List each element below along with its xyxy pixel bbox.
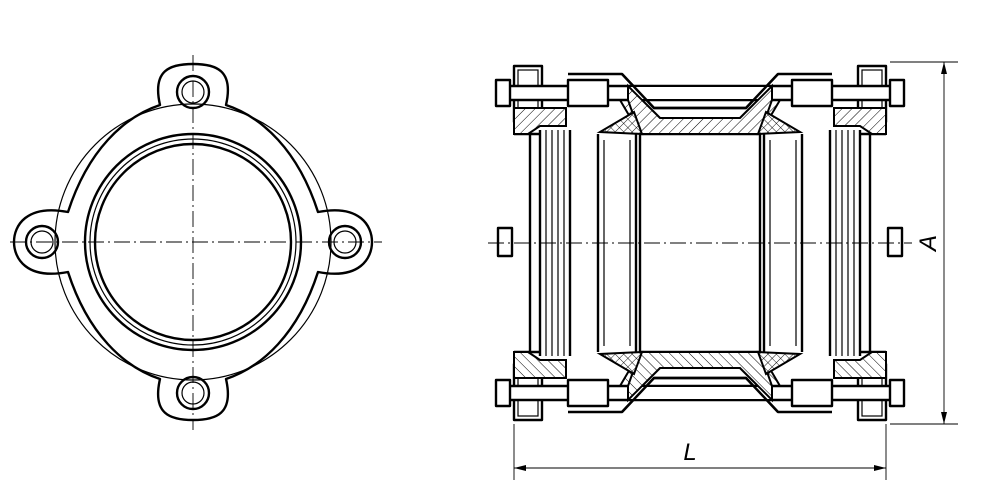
bolt-hole-right [327,224,363,260]
side-nut-left [496,226,514,258]
pipe-inner-circle [93,142,293,342]
dimension-length: L [513,424,887,480]
bolt-hole-bottom [175,375,211,411]
flange-inner-ring [54,103,332,381]
dimension-height: A [890,61,958,425]
flange-outline [12,62,374,422]
pipe-middle-circle [89,138,297,346]
section-view [488,64,912,422]
dimension-length-label: L [683,439,696,466]
bolt-hole-left [24,224,60,260]
wedge-seal-right-top [756,110,804,136]
side-nut-right [886,226,904,258]
dimension-height-label: A [915,235,942,253]
wedge-seal-left-top [596,110,644,136]
section-top-half [494,64,906,136]
section-bottom-half [494,350,906,422]
ring-left-top [513,107,567,135]
bolt-hole-top [175,74,211,110]
ring-right-top [833,107,887,135]
pipe-outer-circle [83,132,303,352]
front-view [10,55,382,430]
